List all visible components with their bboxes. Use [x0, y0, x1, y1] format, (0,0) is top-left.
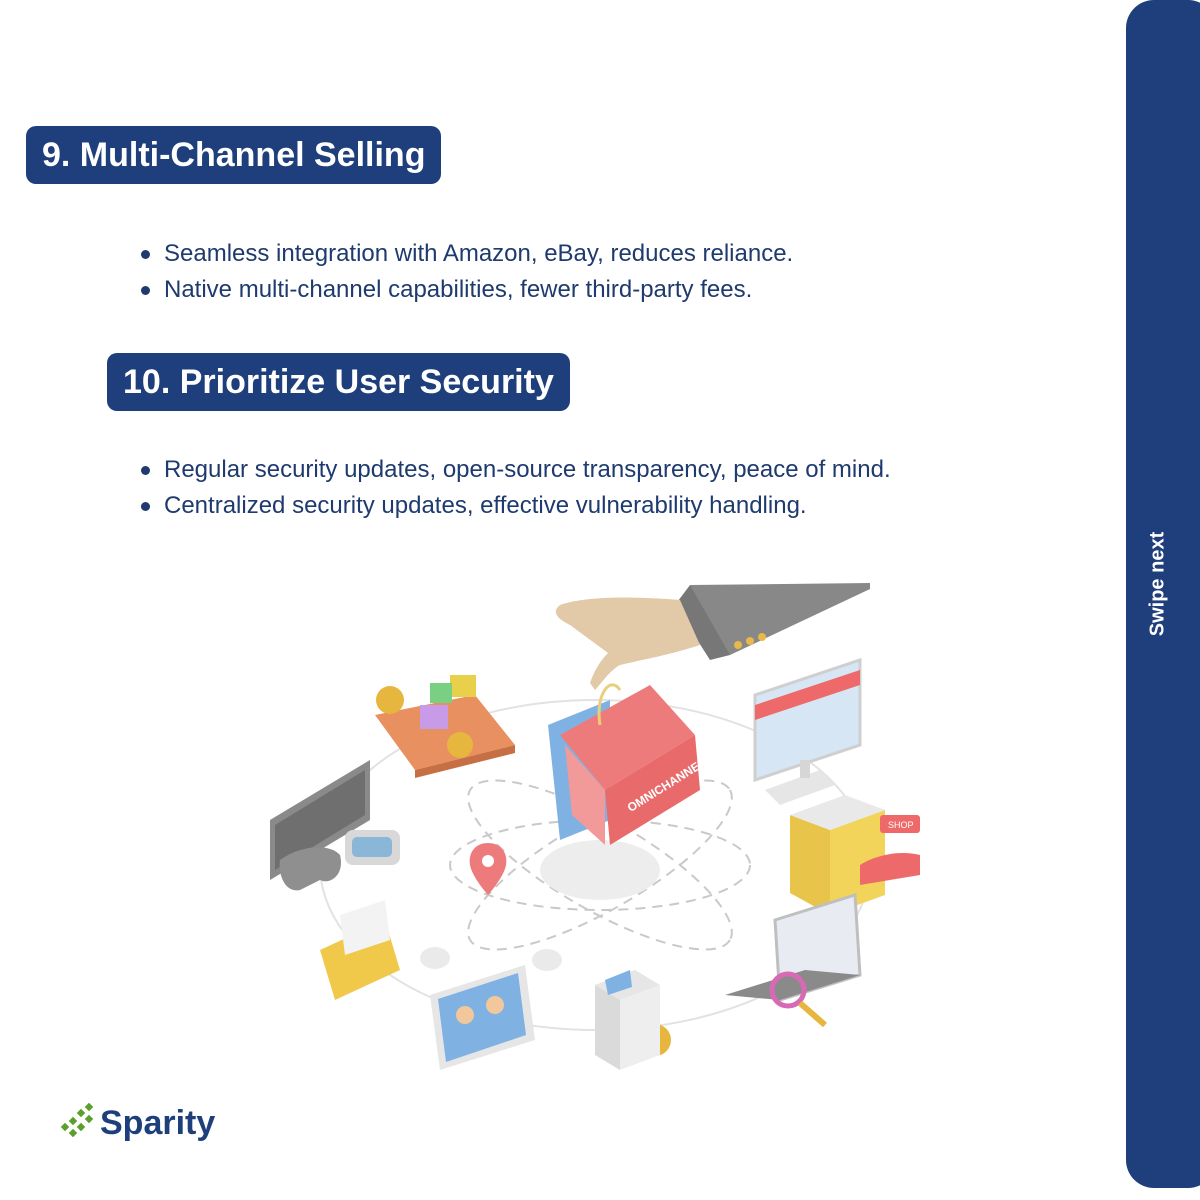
- envelope-icon: [320, 900, 400, 1000]
- location-pin-icon: [469, 843, 507, 895]
- atm-icon: [595, 970, 660, 1070]
- magnifier-icon: [769, 971, 827, 1028]
- security-bullet-list: Regular security updates, open-source tr…: [138, 452, 891, 524]
- chat-bubble-icon: [420, 947, 562, 971]
- tv-icon: [270, 760, 370, 880]
- gift-icon: [420, 675, 476, 729]
- credit-card-icon: [375, 695, 515, 778]
- swipe-next-panel[interactable]: [1126, 0, 1200, 1188]
- section-title-security: 10. Prioritize User Security: [107, 353, 570, 411]
- shopping-bag-icon: OMNICHANNEL: [548, 683, 709, 845]
- shop-sign: SHOP: [888, 820, 914, 830]
- list-item: Regular security updates, open-source tr…: [138, 452, 891, 488]
- sparity-logo-icon: [60, 1102, 94, 1138]
- omnichannel-illustration: OMNICHANNEL SHOP: [270, 583, 920, 1070]
- shop-building-icon: SHOP: [790, 795, 920, 915]
- hand-icon: [555, 583, 870, 690]
- list-item: Native multi-channel capabilities, fewer…: [138, 272, 793, 308]
- brand-name: Sparity: [100, 1104, 216, 1142]
- list-item: Centralized security updates, effective …: [138, 488, 891, 524]
- swipe-next-label[interactable]: Swipe next: [1146, 531, 1169, 637]
- smartphone-video-call-icon: [430, 965, 535, 1070]
- multichannel-bullet-list: Seamless integration with Amazon, eBay, …: [138, 236, 793, 308]
- gamepad-icon: [279, 847, 341, 891]
- storefront-monitor-icon: [753, 657, 862, 805]
- laptop-icon: [725, 892, 862, 1003]
- vr-headset-icon: [345, 830, 400, 865]
- section-title-multichannel: 9. Multi-Channel Selling: [26, 126, 442, 184]
- list-item: Seamless integration with Amazon, eBay, …: [138, 236, 793, 272]
